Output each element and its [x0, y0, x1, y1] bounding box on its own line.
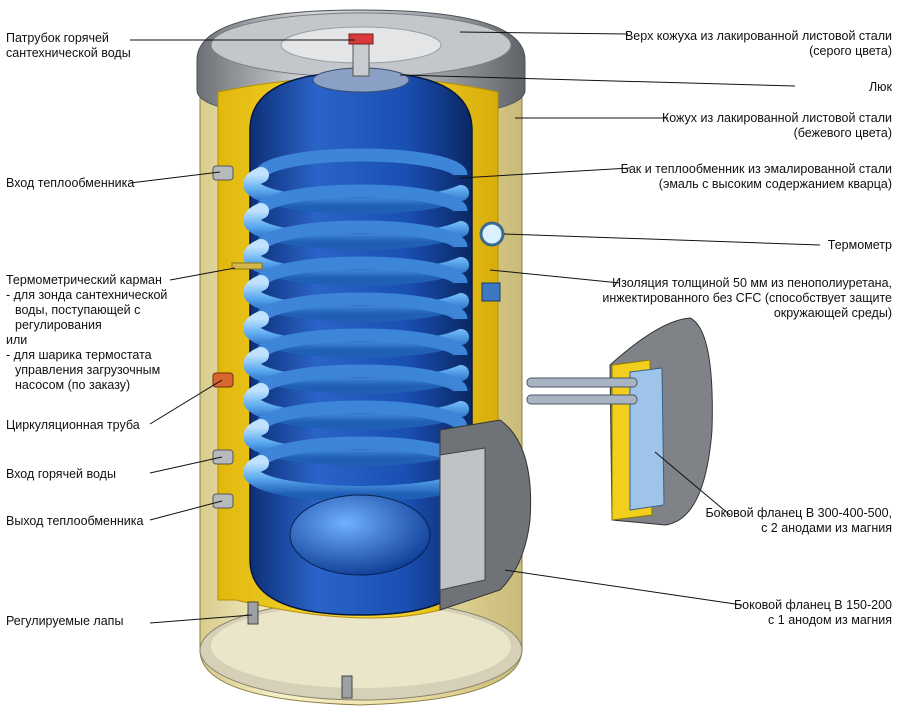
- label-circulation-pipe: Циркуляционная труба: [6, 418, 140, 432]
- side-nozzles: [212, 165, 263, 509]
- coil-turn-back: [254, 148, 468, 177]
- hot-water-outlet-pipe: [348, 33, 374, 77]
- coil-turn-back: [254, 220, 468, 249]
- label-thermometric-pocket: Термометрический карман - для зонда сант…: [6, 273, 168, 392]
- coil-turn-front: [243, 455, 469, 502]
- coil-turn-back: [254, 364, 468, 393]
- side-flange-small: [439, 419, 532, 611]
- watermark: Строительство Советы: [720, 667, 886, 713]
- label-exchanger-outlet: Выход теплообменника: [6, 514, 144, 528]
- adjustable-foot: [247, 601, 353, 699]
- coil-turn-back: [254, 256, 468, 285]
- label-hot-water-inlet: Вход горячей воды: [6, 467, 116, 481]
- label-tank: Бак и теплообменник из эмалированной ста…: [620, 162, 892, 191]
- side-flange-large: [526, 317, 713, 526]
- label-side-flange-large: Боковой фланец В 300-400-500, с 2 анодам…: [705, 506, 892, 535]
- label-casing-top: Верх кожуха из лакированной листовой ста…: [624, 29, 892, 58]
- label-casing: Кожух из лакированной листовой стали (бе…: [661, 111, 892, 140]
- coil-turn-back: [254, 328, 468, 357]
- leader-lines: [129, 31, 821, 624]
- label-insulation: Изоляция толщиной 50 мм из пенополиурета…: [602, 276, 892, 320]
- lower-coil-dome: [289, 494, 431, 576]
- label-hot-water-outlet: Патрубок горячей сантехнической воды: [6, 31, 131, 60]
- label-hatch: Люк: [868, 80, 892, 94]
- heat-exchanger-coil: [243, 148, 469, 502]
- label-side-flange-small: Боковой фланец В 150-200 с 1 анодом из м…: [733, 598, 892, 627]
- thermometer-dial: [479, 221, 505, 302]
- coil-turn-back: [254, 292, 468, 321]
- coil-turn-back: [254, 184, 468, 213]
- label-exchanger-inlet: Вход теплообменника: [6, 176, 135, 190]
- label-adjustable-feet: Регулируемые лапы: [6, 614, 124, 628]
- label-thermometer: Термометр: [827, 238, 892, 252]
- coil-turn-back: [254, 400, 468, 429]
